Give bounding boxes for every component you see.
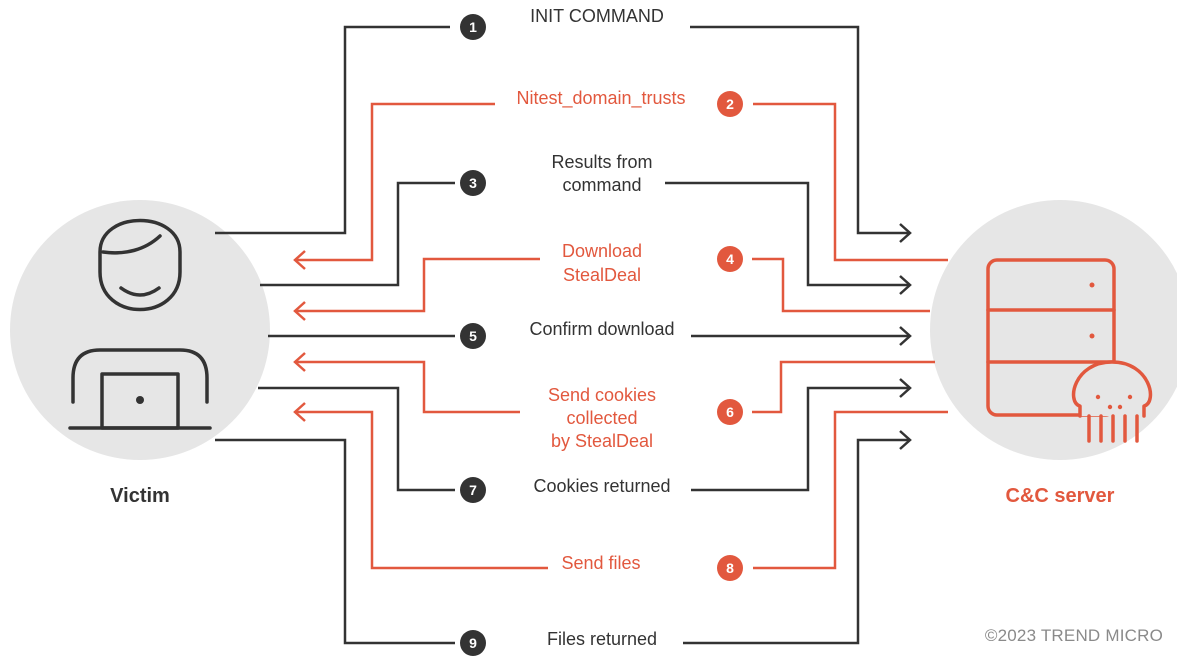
step-badge-9 [460,630,486,656]
step-badge-8 [717,555,743,581]
step-badge-5 [460,323,486,349]
step-number-5: 5 [469,328,477,344]
arrow-head-8 [293,402,306,422]
step-label-3-line-2: command [562,175,641,195]
arrow-head-7 [899,378,912,398]
step-label-2: Nitest_domain_trusts [516,88,685,109]
flow-line-1 [215,25,910,235]
flow-step-6: Send cookies collected by StealDeal 6 [293,352,935,452]
flow-step-2: Nitest_domain_trusts 2 [293,88,948,270]
step-number-3: 3 [469,175,477,191]
step-badge-3 [460,170,486,196]
flow-line-9 [215,438,910,645]
flow-step-4: Download StealDeal 4 [293,236,930,321]
step-label-4-line-2: StealDeal [563,265,641,285]
step-label-6-line-2: collected [566,408,637,428]
victim-label: Victim [110,485,170,507]
victim-circle [10,200,270,460]
flow-step-7: 7 Cookies returned [258,378,912,506]
step-label-9: Files returned [547,629,657,649]
copyright-notice: ©2023 TREND MICRO [984,626,1163,645]
arrow-head-6 [293,352,306,372]
arrow-head-3 [899,275,912,295]
step-label-5: Confirm download [529,319,674,339]
flow-step-3: 3 Results from command [260,150,912,295]
step-number-4: 4 [726,251,734,267]
flow-step-9: 9 Files returned [215,430,912,656]
step-number-6: 6 [726,404,734,420]
user-at-laptop-icon [68,218,212,430]
step-label-3-line-1: Results from [551,152,652,172]
step-number-8: 8 [726,560,734,576]
flow-step-8: Send files 8 [293,402,948,584]
arrow-head-4 [293,301,306,321]
step-badge-1 [460,14,486,40]
server-with-skull-icon [986,258,1153,443]
step-badge-6 [717,399,743,425]
step-badge-7 [460,477,486,503]
flow-step-5: 5 Confirm download [268,318,912,352]
step-number-9: 9 [469,635,477,651]
step-label-4-line-1: Download [562,241,642,261]
server-label: C&C server [1006,485,1115,507]
step-number-1: 1 [469,19,477,35]
step-label-1: INIT COMMAND [530,6,664,26]
step-badge-4 [717,246,743,272]
step-number-7: 7 [469,482,477,498]
step-badge-2 [717,91,743,117]
flow-step-1: 1 INIT COMMAND [215,6,912,243]
arrow-head-2 [293,250,306,270]
step-label-6-line-3: by StealDeal [551,431,653,451]
step-label-7: Cookies returned [533,476,670,496]
arrow-head-1 [899,223,912,243]
step-label-6-line-1: Send cookies [548,385,656,405]
step-number-2: 2 [726,96,734,112]
step-label-8: Send files [561,553,640,573]
arrow-head-9 [899,430,912,450]
arrow-head-5 [899,326,912,346]
